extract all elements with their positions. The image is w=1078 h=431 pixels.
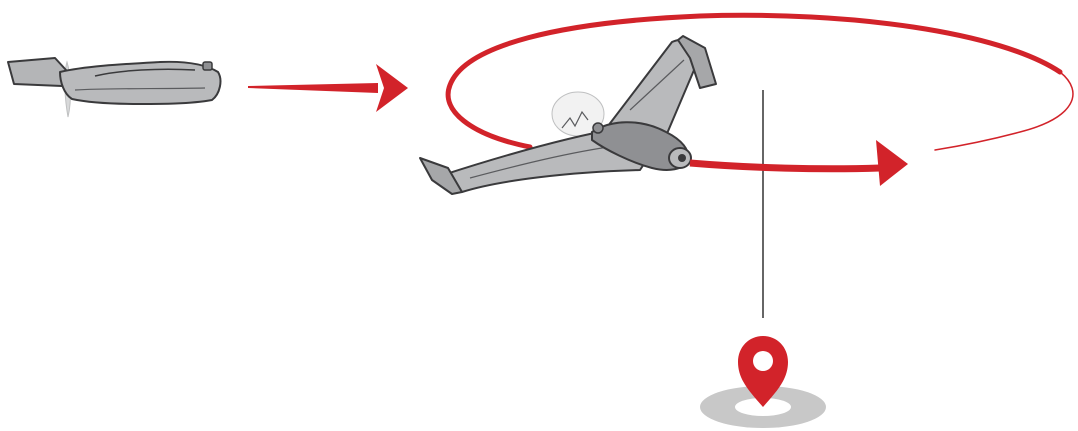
orbit-arc-front <box>690 163 880 169</box>
orbit-front <box>690 140 908 186</box>
orbit-path <box>448 15 1073 150</box>
approach-arrow-head <box>376 64 408 112</box>
camera-lens <box>678 154 686 162</box>
approach-arrow-shaft <box>248 83 378 93</box>
drone-side-view <box>8 58 220 117</box>
orbit-arc-back <box>448 15 1060 147</box>
drone-main <box>420 36 716 194</box>
orbit-arrow-head <box>876 140 908 186</box>
pin-hole <box>753 351 773 371</box>
motor-hub <box>593 123 603 133</box>
approach-arrow <box>248 64 408 112</box>
orbit-arc-right <box>935 72 1073 150</box>
tail-fin <box>8 58 66 86</box>
fuselage <box>60 62 220 104</box>
nose-antenna <box>203 62 212 70</box>
